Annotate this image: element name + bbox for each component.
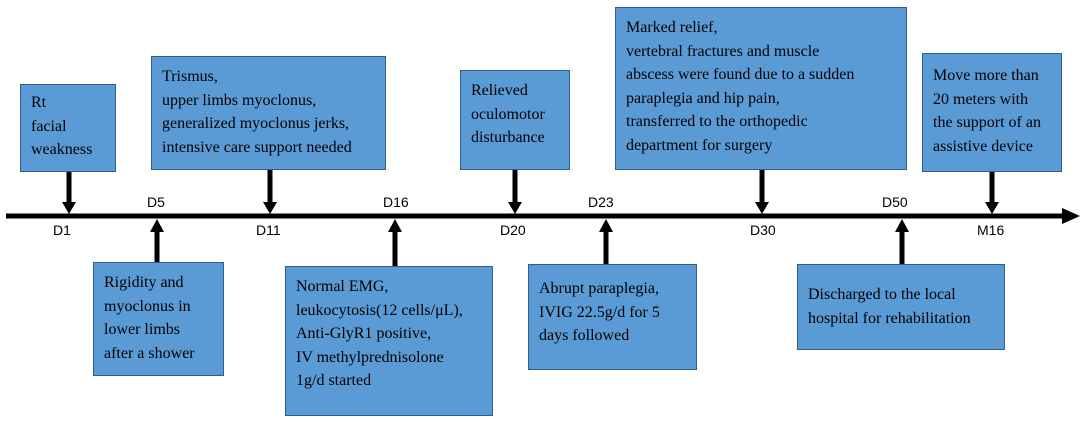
event-line: transferred to the orthopedic	[626, 113, 808, 130]
day-label-d30: D30	[750, 222, 776, 238]
event-line: abscess were found due to a sudden	[626, 66, 855, 83]
connector-d50	[895, 219, 909, 264]
event-box-m16: Move more than 20 meters with the suppor…	[922, 53, 1062, 172]
event-line: Rigidity and	[104, 274, 184, 291]
event-line: Abrupt paraplegia,	[539, 280, 659, 297]
event-line: leukocytosis(12 cells/μL),	[296, 301, 463, 319]
event-box-d16: Normal EMG, leukocytosis(12 cells/μL), A…	[285, 266, 493, 416]
event-line: Move more than	[933, 67, 1039, 84]
event-box-d11: Trismus, upper limbs myoclonus, generali…	[151, 56, 386, 170]
day-label-d16: D16	[383, 194, 409, 210]
event-box-d50: Discharged to the local hospital for reh…	[797, 264, 1005, 350]
timeline-axis	[6, 208, 1080, 224]
event-line: myoclonus in	[104, 297, 191, 315]
event-line: IVIG 22.5g/d for 5	[539, 303, 660, 321]
day-label-d11: D11	[256, 222, 281, 238]
event-line: Marked relief,	[626, 19, 718, 36]
day-label-d5: D5	[147, 194, 165, 210]
event-line: hospital for rehabilitation	[808, 309, 971, 327]
event-box-d5: Rigidity and myoclonus in lower limbs af…	[93, 262, 224, 376]
event-box-d20: Relieved oculomotor disturbance	[460, 70, 570, 170]
connector-d11	[263, 170, 277, 214]
event-line: disturbance	[471, 129, 545, 146]
connector-d20	[508, 170, 522, 214]
connector-d5	[150, 219, 164, 262]
connector-m16	[985, 172, 999, 214]
day-label-d50: D50	[882, 194, 908, 210]
connector-d30	[755, 170, 769, 214]
event-box-d1: Rt facial weakness	[20, 84, 116, 172]
event-box-d30: Marked relief, vertebral fractures and m…	[615, 7, 907, 170]
day-label-d1: D1	[53, 222, 71, 238]
event-line: Anti-GlyR1 positive,	[296, 325, 432, 342]
event-line: vertebral fractures and muscle	[626, 42, 820, 60]
event-line: days followed	[539, 327, 630, 344]
event-line: Relieved	[471, 82, 528, 99]
connector-d23	[599, 219, 613, 264]
event-line: facial	[31, 117, 67, 135]
event-line: Discharged to the local	[808, 286, 956, 303]
event-line: oculomotor	[471, 105, 545, 123]
event-line: paraplegia and hip pain,	[626, 89, 780, 107]
event-line: Normal EMG,	[296, 278, 389, 295]
event-line: after a shower	[104, 344, 195, 362]
day-label-d23: D23	[588, 194, 614, 210]
event-line: lower limbs	[104, 321, 180, 338]
connector-d1	[62, 172, 76, 214]
event-line: 1g/d started	[296, 372, 372, 389]
event-line: department for surgery	[626, 136, 773, 154]
connector-d16	[388, 219, 402, 266]
event-line: weakness	[31, 141, 93, 158]
day-label-m16: M16	[977, 222, 1005, 238]
event-line: Trismus,	[162, 68, 218, 85]
event-line: intensive care support needed	[162, 138, 352, 156]
event-line: 20 meters with	[933, 90, 1029, 108]
event-line: upper limbs myoclonus,	[162, 91, 317, 109]
event-line: the support of an	[933, 114, 1041, 131]
event-line: generalized myoclonus jerks,	[162, 115, 350, 132]
event-line: Rt	[31, 94, 47, 111]
event-line: assistive device	[933, 137, 1033, 155]
event-line: IV methylprednisolone	[296, 348, 444, 366]
day-label-d20: D20	[500, 222, 526, 238]
event-box-d23: Abrupt paraplegia, IVIG 22.5g/d for 5 da…	[528, 264, 697, 370]
